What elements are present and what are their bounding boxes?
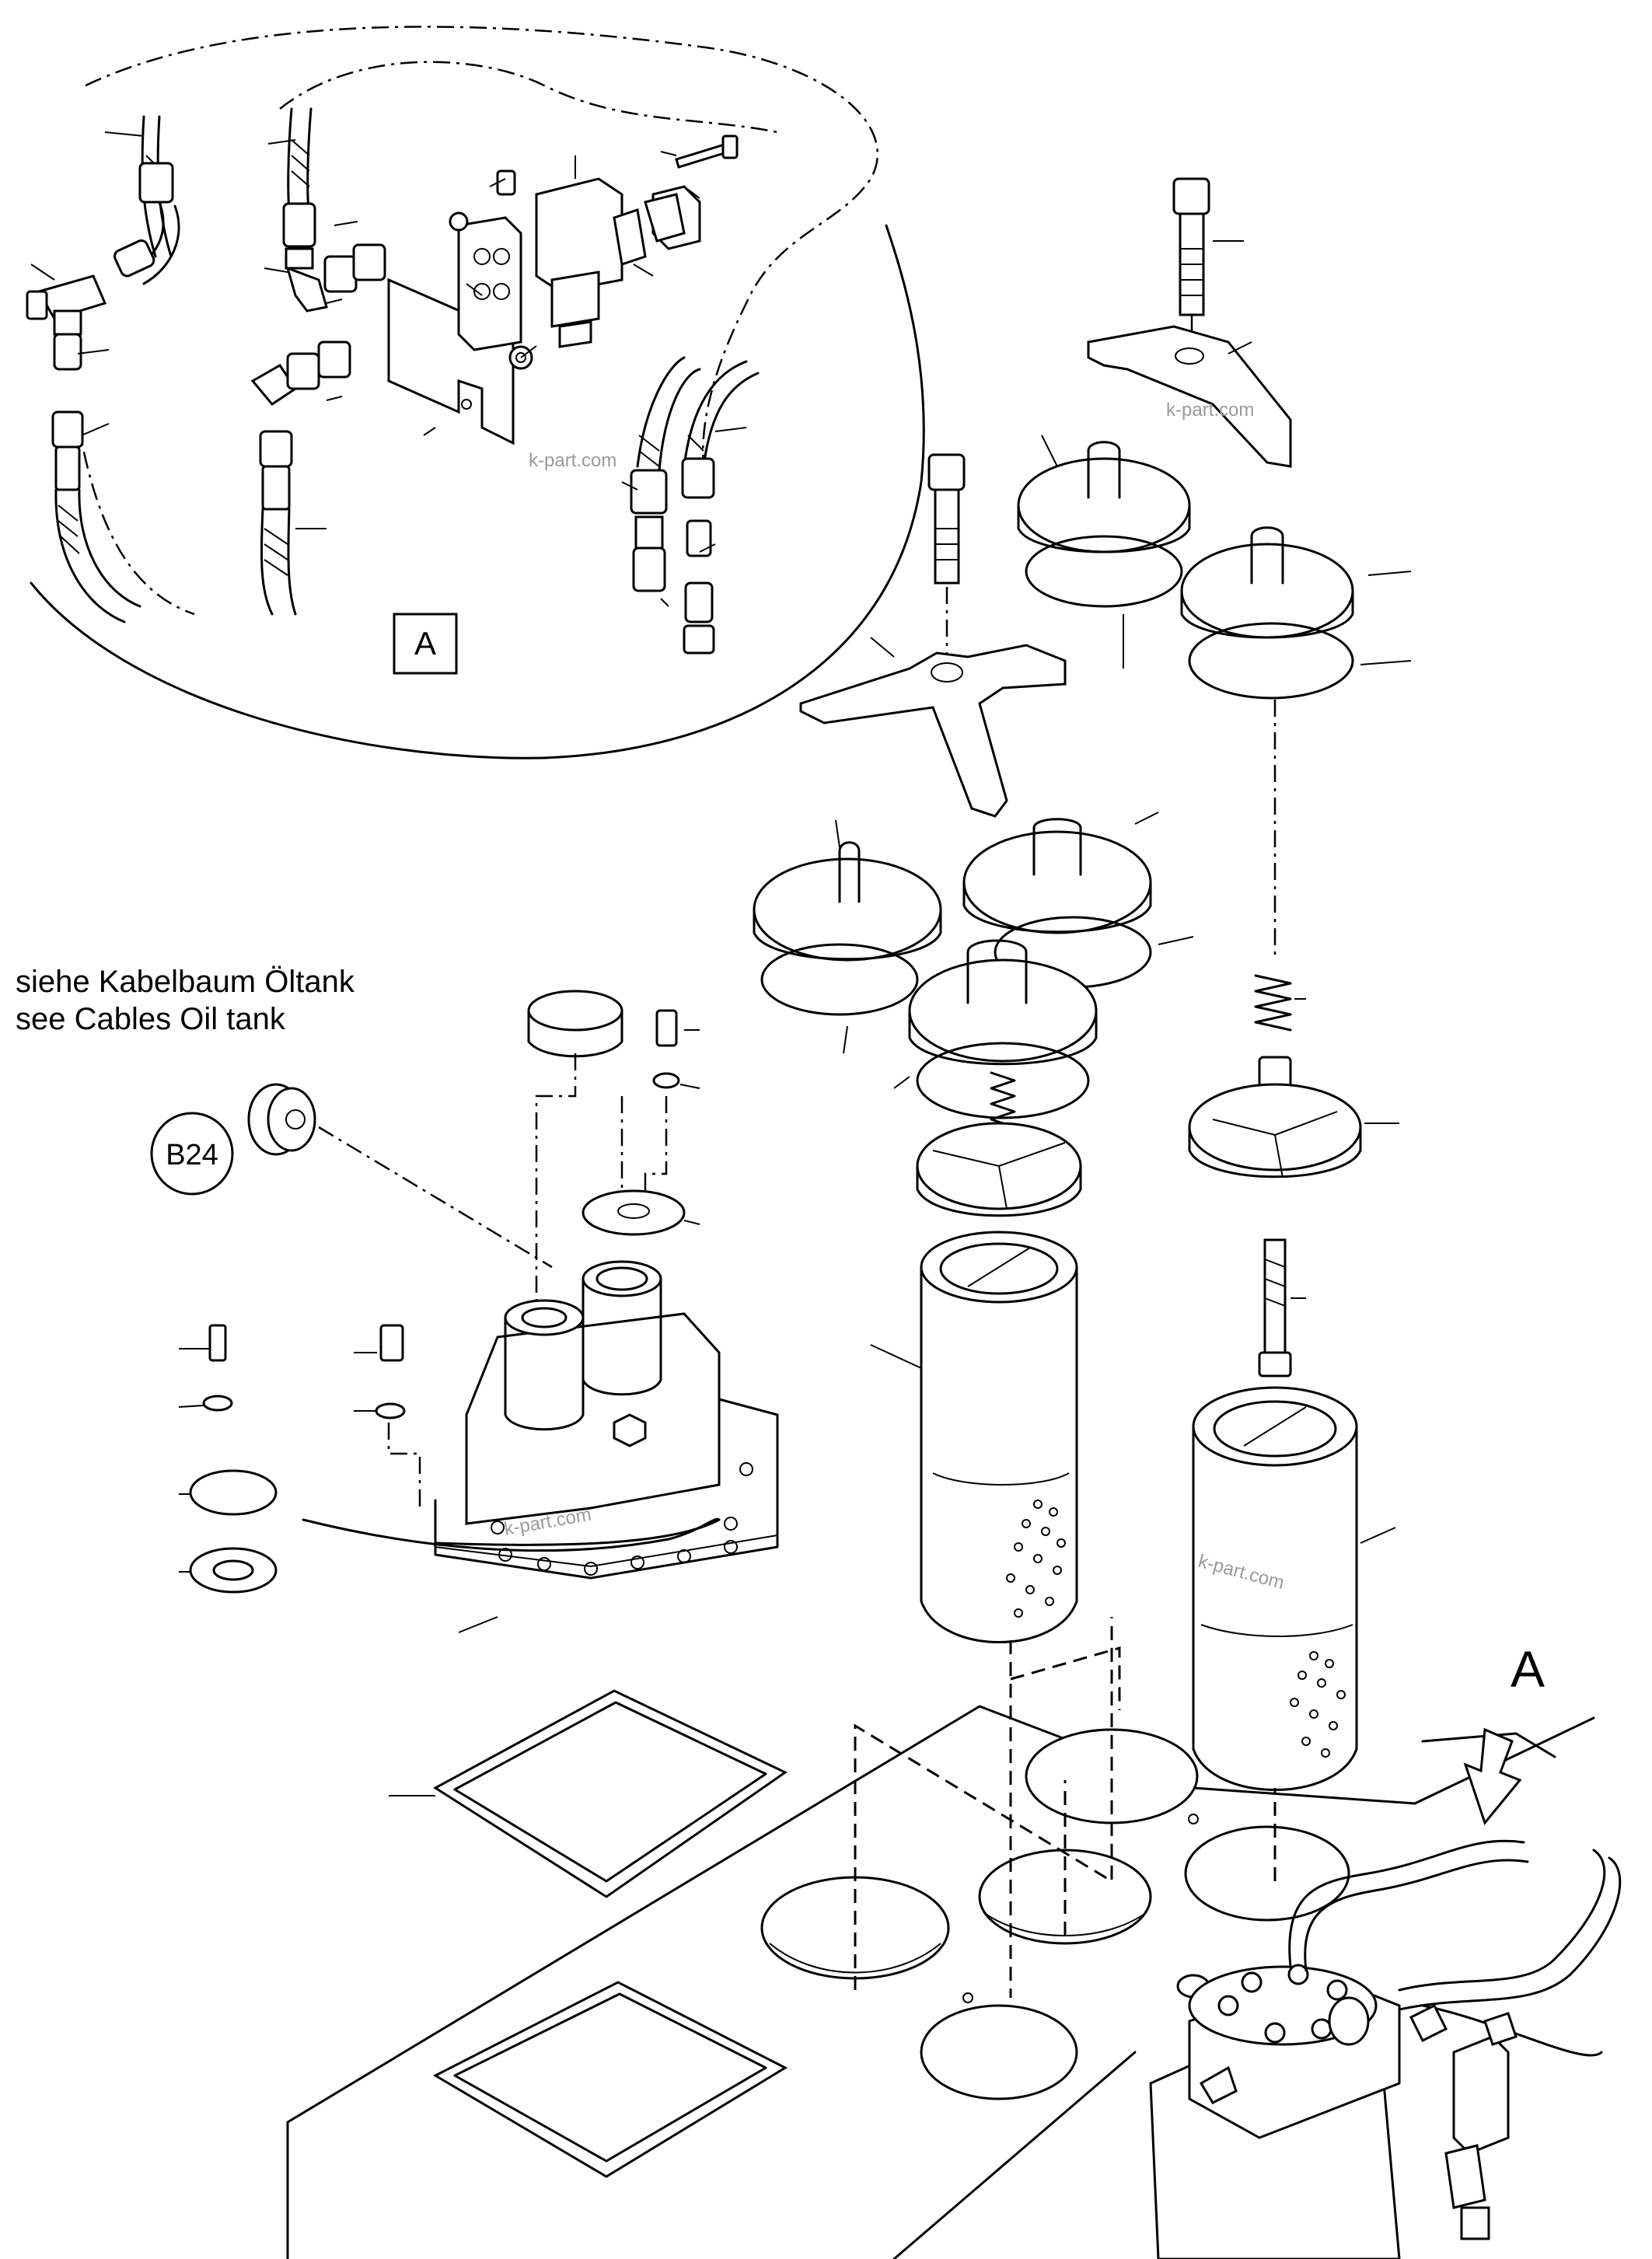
detail-a-label: A (414, 625, 436, 662)
tank-base (286, 1617, 1595, 2259)
detail-a-group: A k-part.com (26, 26, 925, 759)
perforation-pattern (1290, 1651, 1346, 1758)
right-top-assembly: k-part.com (1017, 177, 1412, 956)
detail-a-outline (30, 224, 925, 759)
watermark: k-part.com (529, 450, 616, 471)
view-a-arrow-icon (1463, 1727, 1522, 1826)
view-a-label: A (1511, 1640, 1545, 1698)
perforation-pattern (1006, 1500, 1066, 1618)
watermark: k-part.com (1166, 400, 1254, 421)
view-a-indicator: A (1463, 1640, 1545, 1826)
b24-label: B24 (166, 1139, 218, 1171)
detail-a-hose-route (85, 26, 879, 467)
right-assembly: k-part.com (1188, 974, 1399, 1791)
detail-a-label-box (393, 613, 458, 675)
left-assembly: B24 k-part.com (150, 990, 779, 1633)
filter-head (1149, 1732, 1622, 2259)
b24-circle (150, 1112, 234, 1196)
middle-assembly (753, 453, 1194, 1643)
cable-note-de: siehe Kabelbaum Öltank (16, 965, 355, 999)
cable-note-en: see Cables Oil tank (16, 1002, 286, 1036)
